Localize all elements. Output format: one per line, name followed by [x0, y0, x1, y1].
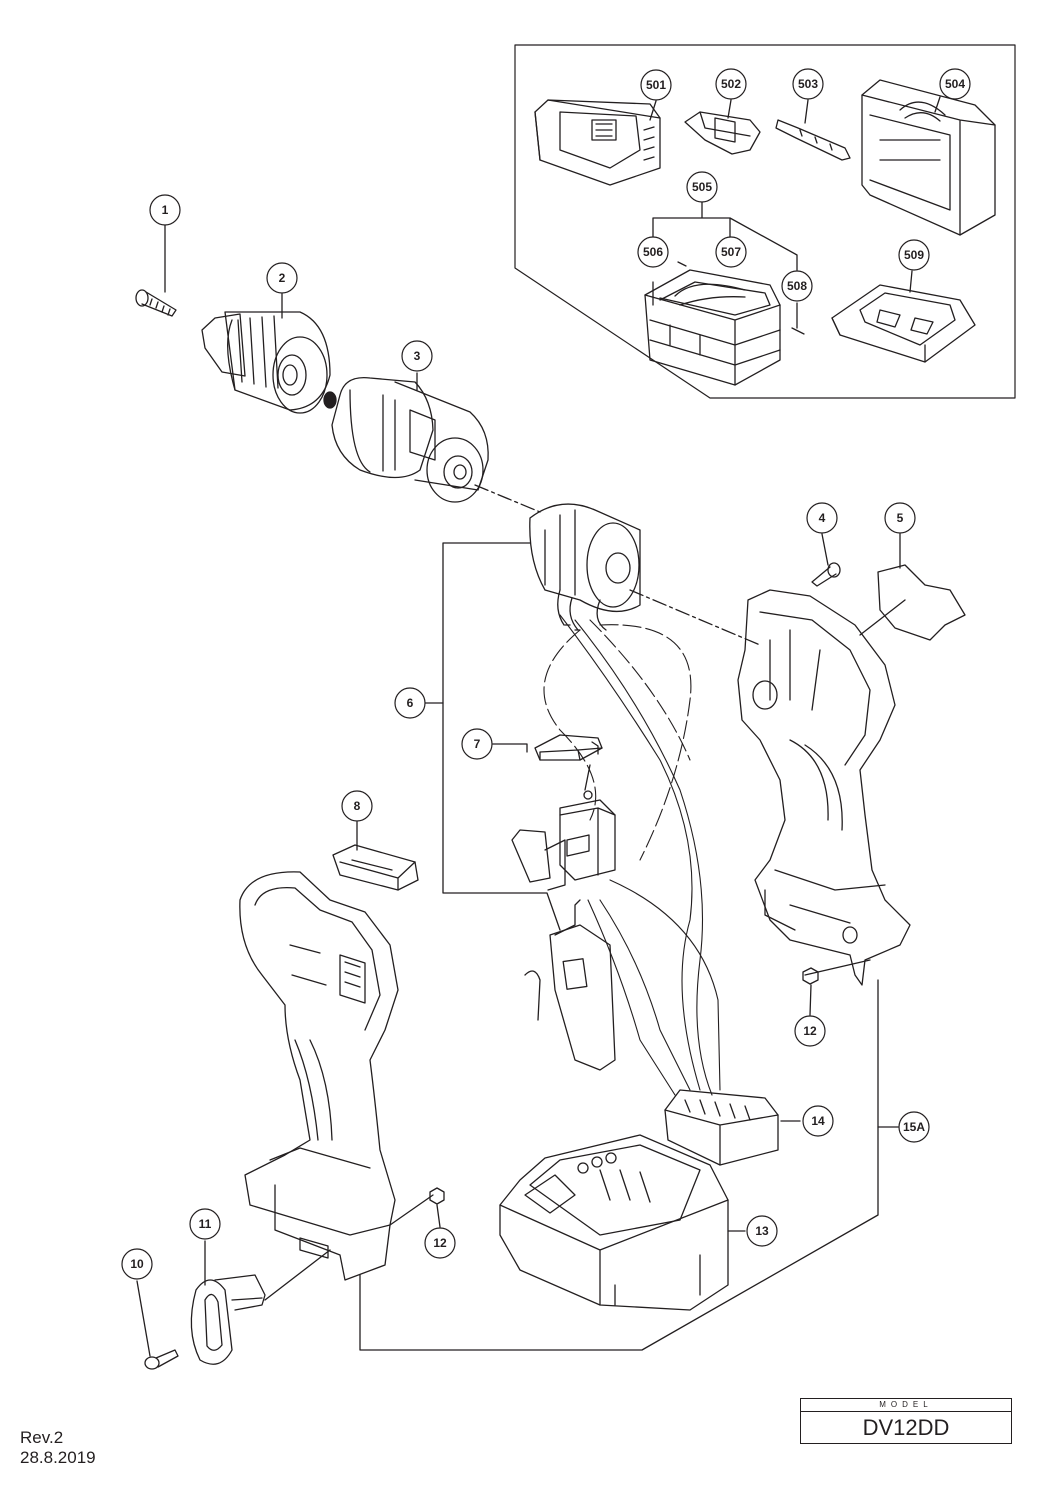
- callout-505: 505: [692, 180, 712, 194]
- accessories-frame: [514, 44, 1016, 399]
- callout-15a: 15A: [903, 1120, 925, 1134]
- callout-508: 508: [787, 279, 807, 293]
- part-503-bit-drawing: [775, 119, 851, 161]
- callout-509: 509: [904, 248, 924, 262]
- model-label: MODEL: [801, 1399, 1011, 1412]
- callout-13: 13: [755, 1224, 769, 1238]
- callout-504: 504: [945, 77, 965, 91]
- model-value: DV12DD: [862, 1415, 950, 1440]
- revision-block: Rev.2 28.8.2019: [20, 1428, 96, 1468]
- callout-501: 501: [646, 78, 666, 92]
- callout-3: 3: [414, 349, 421, 363]
- axis-line-gearbox-motor: [474, 484, 541, 513]
- part-7-slide-button-drawing: [534, 734, 603, 761]
- part-501-charger-drawing: [534, 99, 661, 186]
- left-housing-drawing: [239, 871, 399, 1281]
- revision-text: Rev.2: [20, 1428, 64, 1447]
- part-6-controller-drawing: [524, 899, 616, 1071]
- callout-circles: [121, 68, 971, 1280]
- callout-10: 10: [130, 1257, 144, 1271]
- callout-8: 8: [354, 799, 361, 813]
- bracket-line-6: [442, 542, 561, 931]
- part-6-motor-drawing: [529, 503, 641, 631]
- part-12-nut-right-drawing: [802, 967, 819, 985]
- part-14-terminal-drawing: [664, 1089, 779, 1166]
- part-6-switch-drawing: [511, 764, 616, 891]
- callout-6: 6: [407, 696, 414, 710]
- callout-11: 11: [199, 1217, 212, 1231]
- callout-4: 4: [819, 511, 826, 525]
- part-10-screw-drawing: [144, 1349, 179, 1370]
- callout-502: 502: [721, 77, 741, 91]
- part-504-case-drawing: [861, 79, 996, 236]
- callout-507: 507: [721, 245, 741, 259]
- part-2-chuck-drawing: [201, 311, 331, 414]
- part-12-nut-left-drawing: [429, 1187, 445, 1205]
- part-508-pin: [791, 327, 805, 335]
- revision-date: 28.8.2019: [20, 1448, 96, 1467]
- callout-506: 506: [643, 245, 663, 259]
- callout-2: 2: [279, 271, 286, 285]
- model-box: MODEL DV12DD: [800, 1398, 1012, 1444]
- part-11-hook-drawing: [190, 1274, 266, 1365]
- axis-line-motor-housing: [629, 589, 761, 646]
- callout-5: 5: [897, 511, 904, 525]
- callout-1: 1: [162, 203, 169, 217]
- leader-lines: [136, 96, 941, 1357]
- part-5-nameplate-drawing: [877, 564, 966, 641]
- right-housing-drawing: [737, 589, 911, 986]
- part-13-battery-drawing: [499, 1134, 729, 1311]
- part-3-gearbox-drawing: [323, 376, 489, 503]
- part-4-screw-drawing: [811, 562, 841, 587]
- bracket-line-15a: [359, 979, 879, 1351]
- part-1-screw-drawing: [135, 289, 177, 317]
- part-506-pin: [677, 261, 687, 267]
- part-505-box-drawing: [644, 269, 781, 386]
- callout-503: 503: [798, 77, 818, 91]
- callout-12-right: 12: [803, 1024, 817, 1038]
- callout-12-left: 12: [433, 1236, 447, 1250]
- callout-7: 7: [474, 737, 481, 751]
- callout-14: 14: [811, 1114, 825, 1128]
- part-6-wiring-drawing: [543, 614, 721, 1096]
- part-509-insert-drawing: [831, 284, 976, 363]
- part-502-adapter-drawing: [684, 111, 761, 155]
- bracket-line-505: [652, 201, 798, 306]
- part-8-cover-drawing: [332, 844, 419, 891]
